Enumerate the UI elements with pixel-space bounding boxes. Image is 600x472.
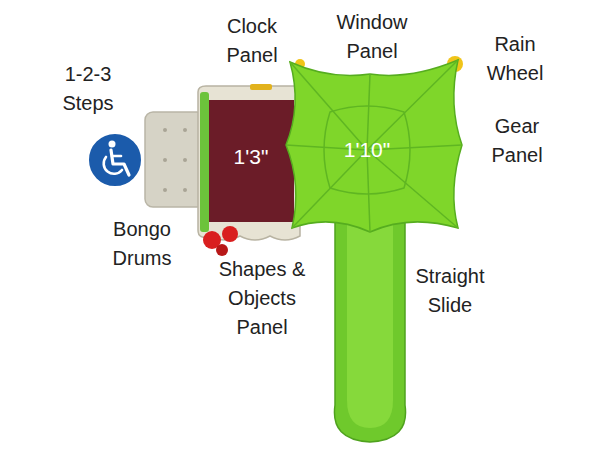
- roof: [286, 56, 463, 232]
- wheelchair-symbol: [88, 133, 142, 187]
- part-label: Gear Panel: [481, 112, 553, 170]
- bongo-drums: [203, 226, 238, 256]
- deck: [198, 84, 300, 240]
- step-bolts: [163, 128, 187, 192]
- part-label: Clock Panel: [212, 12, 292, 70]
- straight-slide: [334, 222, 405, 442]
- part-label: Shapes & Objects Panel: [212, 255, 312, 342]
- dimension-label: 1'3": [216, 142, 286, 172]
- part-label: Window Panel: [327, 8, 417, 66]
- steps-platform: [145, 112, 205, 207]
- dimension-label: 1'10": [332, 135, 402, 165]
- part-label: Bongo Drums: [97, 215, 187, 273]
- part-label: 1-2-3 Steps: [48, 60, 128, 118]
- part-label: Rain Wheel: [479, 30, 551, 88]
- part-label: Straight Slide: [405, 262, 495, 320]
